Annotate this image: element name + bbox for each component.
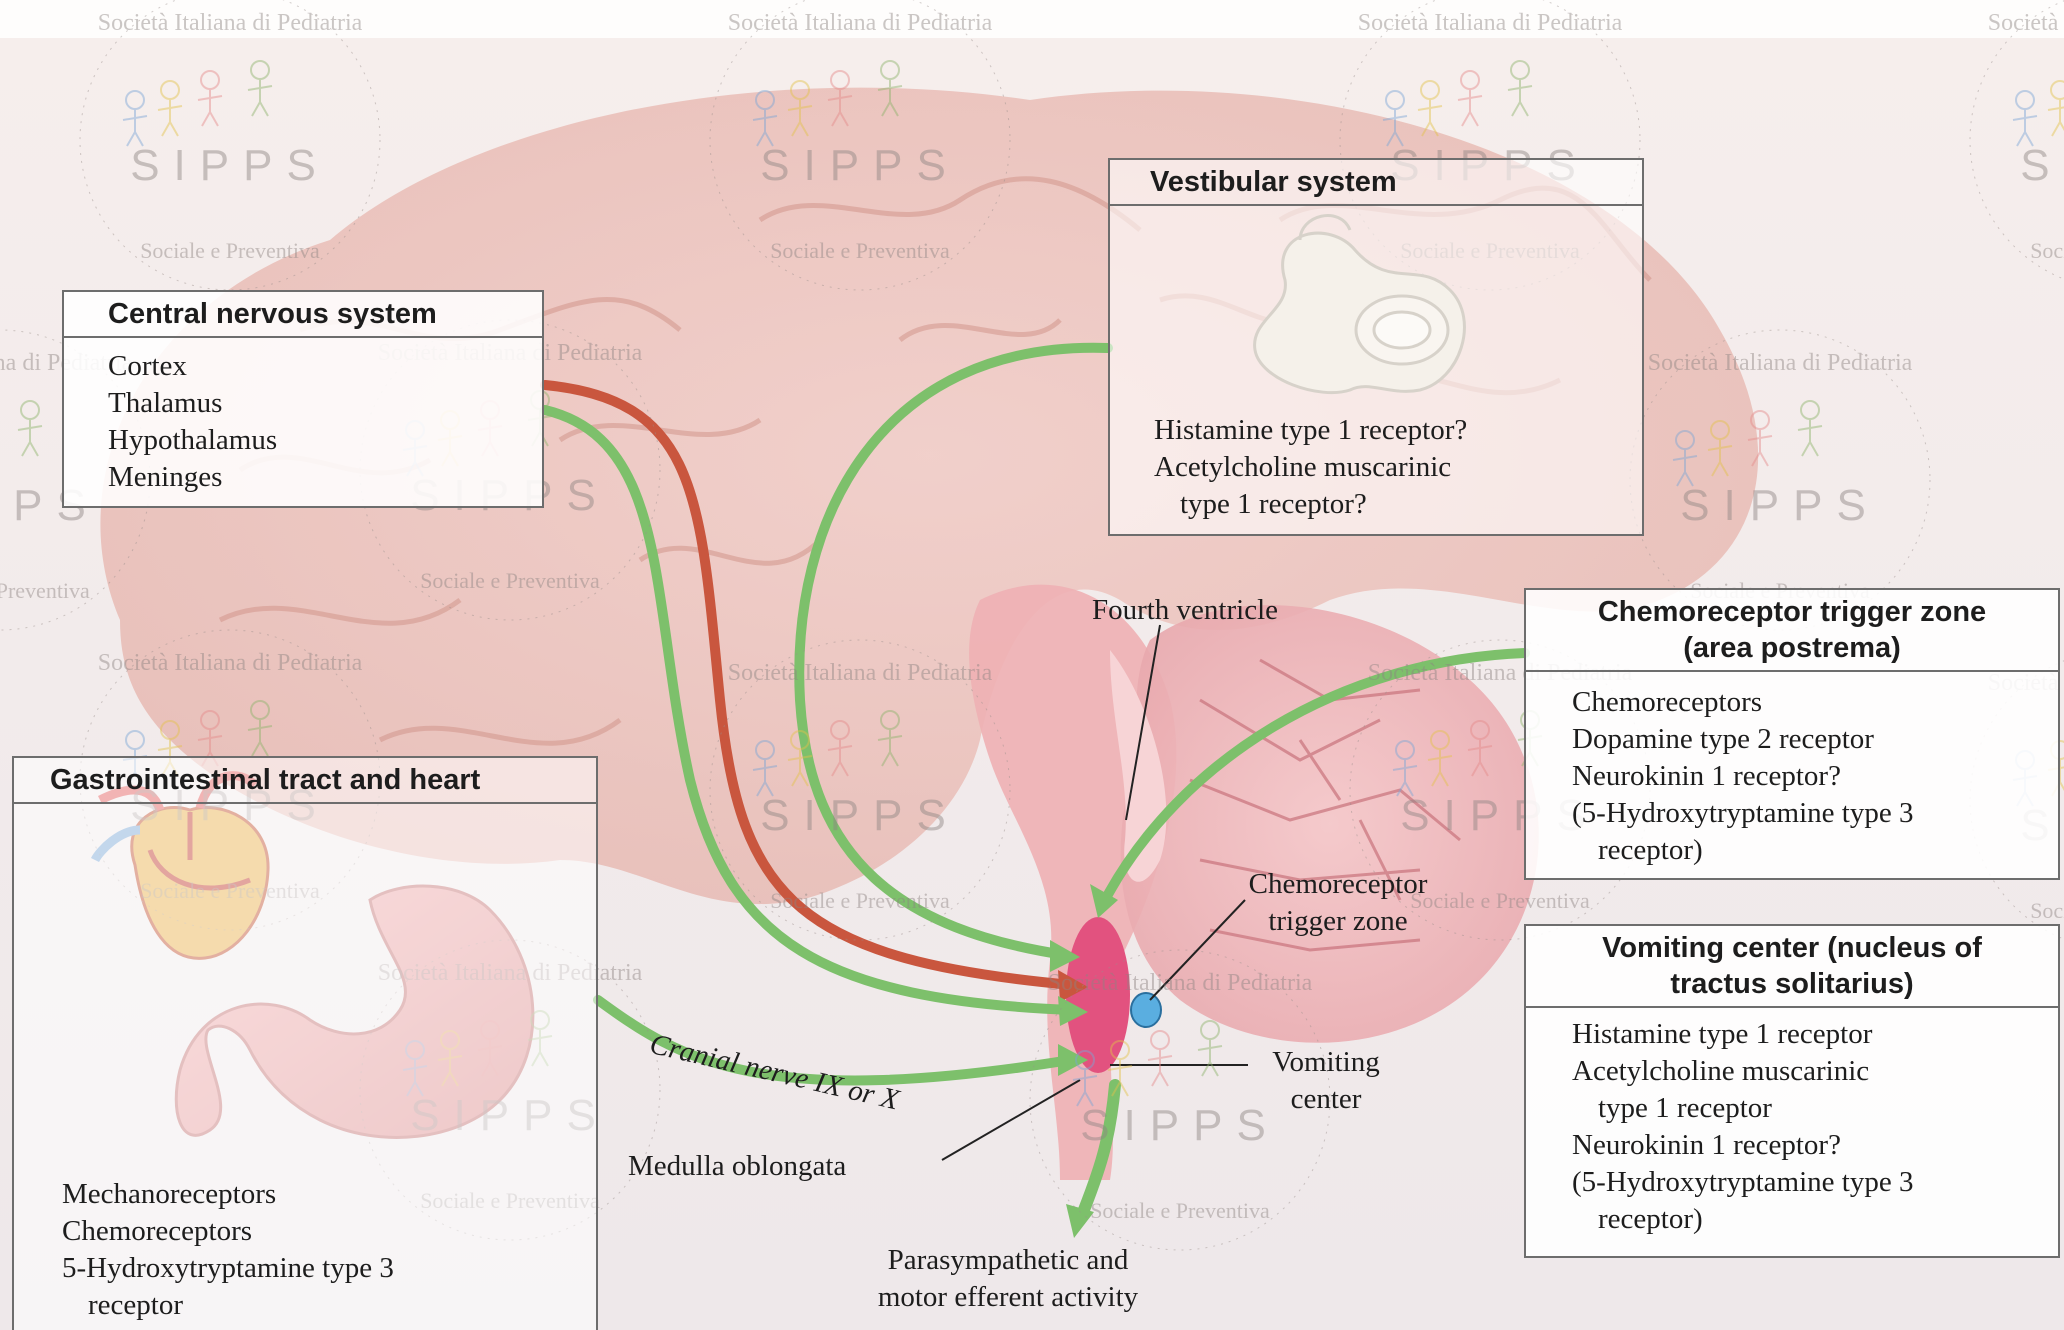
svg-text:Sociale e Preventiva: Sociale e Preventiva xyxy=(1090,1198,1270,1223)
svg-text:Sociale e Preventiva: Sociale e Preventiva xyxy=(2030,238,2064,263)
vomiting-item: Neurokinin 1 receptor? xyxy=(1572,1127,2058,1164)
svg-text:Società Italiana di Pediatria: Società Italiana di Pediatria xyxy=(728,660,993,686)
svg-text:Società Italiana di Pediatria: Società Italiana di Pediatria xyxy=(1358,10,1623,36)
efferent-label: Parasympathetic and motor efferent activ… xyxy=(818,1242,1198,1316)
svg-text:Sociale e Preventiva: Sociale e Preventiva xyxy=(0,578,90,603)
svg-text:Sociale e Preventiva: Sociale e Preventiva xyxy=(770,888,950,913)
vomiting-item: type 1 receptor xyxy=(1572,1090,2058,1127)
gi-list: Mechanoreceptors Chemoreceptors 5-Hydrox… xyxy=(14,1176,394,1324)
vestibular-item: Histamine type 1 receptor? xyxy=(1154,412,1467,449)
vomiting-box-title-line2: tractus solitarius) xyxy=(1536,966,2048,1002)
vomiting-box-list: Histamine type 1 receptor Acetylcholine … xyxy=(1526,1008,2058,1238)
fourth-ventricle-label: Fourth ventricle xyxy=(1050,592,1320,629)
svg-text:Sociale e Preventiva: Sociale e Preventiva xyxy=(420,568,600,593)
vomiting-center-label: Vomiting center xyxy=(1246,1044,1406,1118)
svg-text:Società Italiana di Pediatria: Società Italiana di Pediatria xyxy=(98,650,363,676)
vomiting-item: Histamine type 1 receptor xyxy=(1572,1016,2058,1053)
ctz-box-title-line2: (area postrema) xyxy=(1536,630,2048,666)
svg-text:Società Italiana di Pediatria: Società Italiana di Pediatria xyxy=(1988,10,2064,36)
vc-label-line1: Vomiting xyxy=(1246,1044,1406,1081)
vomiting-box-title-line1: Vomiting center (nucleus of xyxy=(1536,930,2048,966)
ctz-box-title-line1: Chemoreceptor trigger zone xyxy=(1536,594,2048,630)
vomiting-item: (5-Hydroxytryptamine type 3 xyxy=(1572,1164,2058,1201)
vestibular-title: Vestibular system xyxy=(1110,160,1642,206)
cns-item: Thalamus xyxy=(108,385,542,422)
medulla-label: Medulla oblongata xyxy=(628,1148,948,1185)
ctz-label-line2: trigger zone xyxy=(1208,903,1468,940)
svg-text:Società Italiana di Pediatria: Società Italiana di Pediatria xyxy=(1048,970,1313,996)
vestibular-box: Vestibular system Histamine type 1 recep… xyxy=(1108,158,1644,536)
svg-text:SIPPS: SIPPS xyxy=(130,141,330,190)
cns-box: Central nervous system Cortex Thalamus H… xyxy=(62,290,544,508)
efferent-label-line2: motor efferent activity xyxy=(818,1279,1198,1316)
svg-text:SIPPS: SIPPS xyxy=(760,791,960,840)
gi-item: receptor xyxy=(62,1287,394,1324)
ctz-item: Dopamine type 2 receptor xyxy=(1572,721,2058,758)
svg-text:Sociale e Preventiva: Sociale e Preventiva xyxy=(2030,898,2064,923)
cns-item: Cortex xyxy=(108,348,542,385)
ctz-box-title: Chemoreceptor trigger zone (area postrem… xyxy=(1526,590,2058,672)
ctz-item: Neurokinin 1 receptor? xyxy=(1572,758,2058,795)
gi-item: 5-Hydroxytryptamine type 3 xyxy=(62,1250,394,1287)
vomiting-item: Acetylcholine muscarinic xyxy=(1572,1053,2058,1090)
vc-label-line2: center xyxy=(1246,1081,1406,1118)
cns-title: Central nervous system xyxy=(64,292,542,338)
ctz-blob xyxy=(1131,993,1161,1027)
ctz-label-line1: Chemoreceptor xyxy=(1208,866,1468,903)
ctz-item: (5-Hydroxytryptamine type 3 xyxy=(1572,795,2058,832)
svg-text:SIPPS: SIPPS xyxy=(2020,141,2064,190)
svg-text:Sociale e Preventiva: Sociale e Preventiva xyxy=(140,238,320,263)
gi-item: Mechanoreceptors xyxy=(62,1176,394,1213)
ctz-label: Chemoreceptor trigger zone xyxy=(1208,866,1468,940)
vomiting-box-title: Vomiting center (nucleus of tractus soli… xyxy=(1526,926,2058,1008)
ctz-box: Chemoreceptor trigger zone (area postrem… xyxy=(1524,588,2060,880)
ctz-item: Chemoreceptors xyxy=(1572,684,2058,721)
vomiting-item: receptor) xyxy=(1572,1201,2058,1238)
gi-item: Chemoreceptors xyxy=(62,1213,394,1250)
svg-text:Società Italiana di Pediatria: Società Italiana di Pediatria xyxy=(728,10,993,36)
cns-item: Meninges xyxy=(108,459,542,496)
svg-text:Società Italiana di Pediatria: Società Italiana di Pediatria xyxy=(1648,350,1913,376)
svg-text:SIPPS: SIPPS xyxy=(760,141,960,190)
ctz-item: receptor) xyxy=(1572,832,2058,869)
gi-title: Gastrointestinal tract and heart xyxy=(14,758,596,804)
svg-text:Sociale e Preventiva: Sociale e Preventiva xyxy=(770,238,950,263)
vestibular-list: Histamine type 1 receptor? Acetylcholine… xyxy=(1110,412,1467,523)
vestibular-item: type 1 receptor? xyxy=(1154,486,1467,523)
ctz-box-list: Chemoreceptors Dopamine type 2 receptor … xyxy=(1526,672,2058,869)
svg-text:Società Italiana di Pediatria: Società Italiana di Pediatria xyxy=(98,10,363,36)
vestibular-item: Acetylcholine muscarinic xyxy=(1154,449,1467,486)
gi-box: Gastrointestinal tract and heart Mechano… xyxy=(12,756,598,1330)
cns-item: Hypothalamus xyxy=(108,422,542,459)
efferent-label-line1: Parasympathetic and xyxy=(818,1242,1198,1279)
vomiting-center-box: Vomiting center (nucleus of tractus soli… xyxy=(1524,924,2060,1258)
svg-text:SIPPS: SIPPS xyxy=(1680,481,1880,530)
cns-list: Cortex Thalamus Hypothalamus Meninges xyxy=(64,338,542,496)
